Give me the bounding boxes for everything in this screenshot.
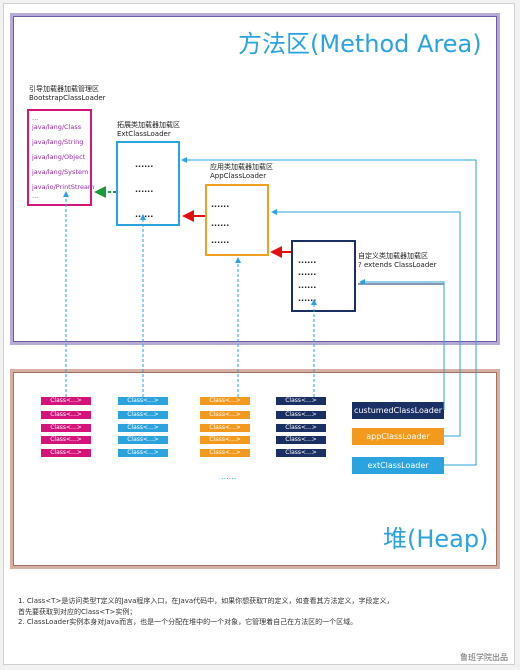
note-line: 1. Class<T>是访问类型T定义的Java程序入口，在Java代码中，如果… xyxy=(18,597,394,605)
custom-label-cn: 自定义类加载器加载区 xyxy=(358,252,428,260)
note-line: 首先要获取到对应的Class<T>实例； xyxy=(18,607,137,616)
ext-dots: ...... xyxy=(135,185,154,194)
class-tag: Class<...> xyxy=(276,411,326,419)
class-tag: Class<...> xyxy=(200,424,250,432)
custom-loader-link xyxy=(359,279,445,410)
app-loader-link xyxy=(271,209,461,437)
class-tag: Class<...> xyxy=(118,411,168,419)
class-tag: Class<...> xyxy=(41,449,91,457)
bootstrap-entry: java/lang/System xyxy=(32,168,89,176)
class-tag: Class<...> xyxy=(200,449,250,457)
bootstrap-entry: ... xyxy=(32,192,39,200)
custom-loader-link xyxy=(358,283,445,410)
custom-label-en: ? extends ClassLoader xyxy=(358,261,437,269)
custom-region: ...... ...... ...... ...... xyxy=(291,240,356,312)
heap-more-dots: ...... xyxy=(221,472,237,481)
bootstrap-entry: ... xyxy=(32,114,39,122)
bootstrap-entry: java/lang/String xyxy=(32,138,84,146)
custom-dots: ...... xyxy=(298,294,317,303)
class-tag: Class<...> xyxy=(200,411,250,419)
class-tag: Class<...> xyxy=(118,436,168,444)
notes: 1. Class<T>是访问类型T定义的Java程序入口，在Java代码中，如果… xyxy=(18,596,498,628)
class-tag: Class<...> xyxy=(118,424,168,432)
custom-dots: ...... xyxy=(298,256,317,265)
class-tag: Class<...> xyxy=(276,397,326,405)
app-dots: ...... xyxy=(211,219,230,228)
custumed-classloader: custumedClassLoader xyxy=(352,402,444,419)
bootstrap-entry: java/lang/Object xyxy=(32,153,86,161)
custom-dots: ...... xyxy=(298,281,317,290)
class-tag: Class<...> xyxy=(41,436,91,444)
class-tag: Class<...> xyxy=(41,411,91,419)
app-label-en: AppClassLoader xyxy=(210,172,267,180)
bootstrap-label-cn: 引导加载器加载管理区 xyxy=(29,85,99,93)
class-tag: Class<...> xyxy=(118,449,168,457)
app-region: ...... ...... ...... xyxy=(205,184,269,256)
bootstrap-region: ... java/lang/Class java/lang/String jav… xyxy=(27,109,95,206)
class-tag: Class<...> xyxy=(200,397,250,405)
class-tag: Class<...> xyxy=(118,397,168,405)
brand-label: 鲁班学院出品 xyxy=(460,653,508,662)
app-dots: ...... xyxy=(211,200,230,209)
ext-loader-link xyxy=(181,157,477,466)
bootstrap-entry: java/lang/Class xyxy=(32,123,82,131)
ext-label-en: ExtClassLoader xyxy=(117,130,171,138)
note-line: 2. ClassLoader实例本身对Java而言，也是一个分配在堆中的一个对象… xyxy=(18,618,358,626)
app-dots: ...... xyxy=(211,236,230,245)
class-tag: Class<...> xyxy=(200,436,250,444)
ext-dots: ...... xyxy=(135,160,154,169)
ext-classloader: extClassLoader xyxy=(352,457,444,474)
class-tag: Class<...> xyxy=(276,436,326,444)
heap-title: 堆(Heap) xyxy=(383,525,489,553)
method-area-title: 方法区(Method Area) xyxy=(238,30,482,58)
custom-dots: ...... xyxy=(298,268,317,277)
class-tag: Class<...> xyxy=(276,449,326,457)
app-label-cn: 应用类加载器加载区 xyxy=(210,163,273,171)
app-classloader: appClassLoader xyxy=(352,428,444,445)
class-tag: Class<...> xyxy=(41,397,91,405)
ext-label-cn: 拓展类加载器加载区 xyxy=(117,121,180,129)
bootstrap-label-en: BootstrapClassLoader xyxy=(29,94,106,102)
class-tag: Class<...> xyxy=(276,424,326,432)
bootstrap-entry: java/io/PrintStream xyxy=(32,183,95,191)
class-tag: Class<...> xyxy=(41,424,91,432)
